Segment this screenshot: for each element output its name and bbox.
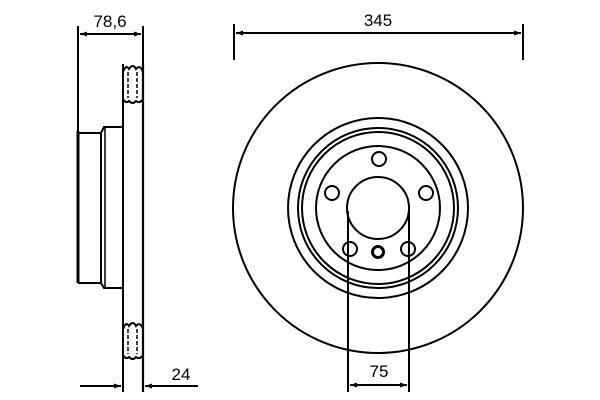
bolt-hole-lower-left (342, 241, 358, 257)
dimension-label-24: 24 (172, 365, 191, 384)
hat-ring-2 (297, 127, 459, 289)
dimension-label-345: 345 (364, 11, 392, 30)
hat-ring-3 (301, 131, 455, 285)
bolt-hole-top (371, 151, 387, 167)
bolt-hole-upper-right (418, 185, 434, 201)
side-view: 78,6 24 (76, 12, 198, 392)
hat-ring-inner (315, 145, 441, 271)
center-bore (346, 176, 410, 240)
hat-section (76, 126, 123, 289)
hat-ring-outer (287, 117, 469, 299)
bolt-hole-upper-left (324, 185, 340, 201)
front-view: 345 75 (232, 11, 524, 392)
locating-hole (371, 245, 385, 259)
dimension-label-78-6: 78,6 (93, 12, 126, 31)
dimension-label-75: 75 (370, 362, 389, 381)
outer-disc-circle (232, 62, 524, 354)
vent-slot-top (122, 65, 144, 104)
vent-slot-bottom (122, 322, 144, 360)
